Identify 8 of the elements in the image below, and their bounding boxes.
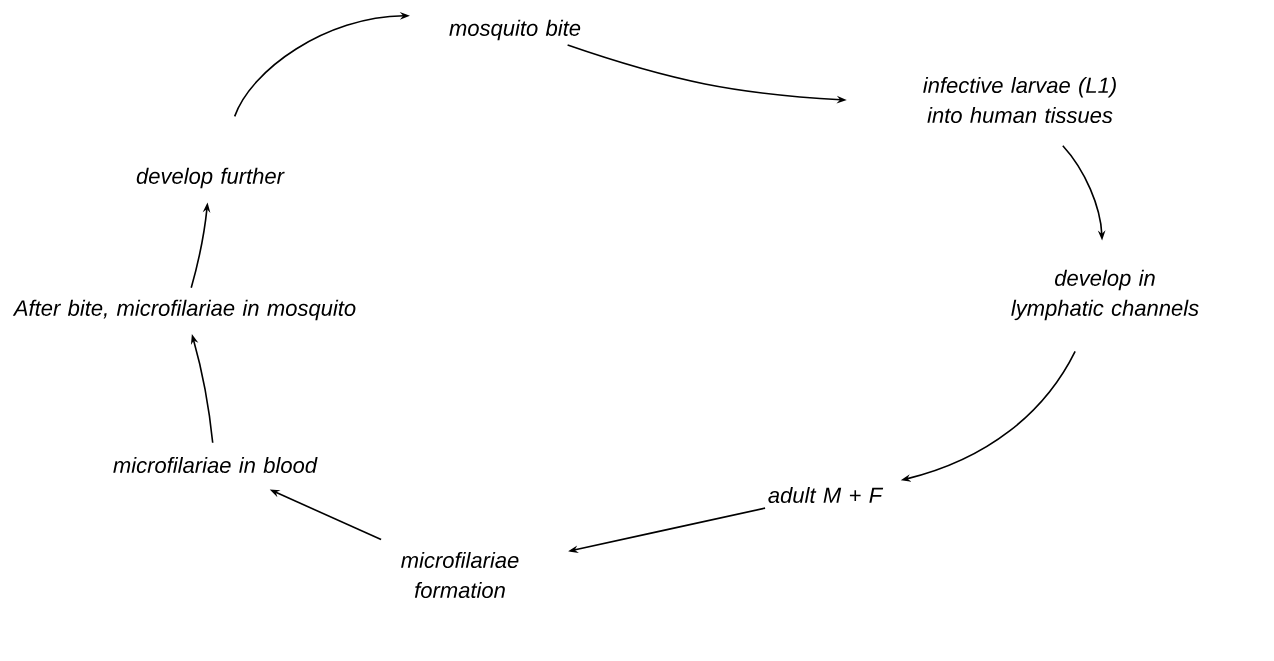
step-text: microfilariae in blood: [113, 456, 318, 474]
step-text: adult M + F: [768, 486, 884, 504]
step-text: develop further: [136, 167, 285, 189]
step-text: develop in lymphatic channels: [1011, 269, 1199, 321]
step-text: microfilariae formation: [401, 551, 519, 599]
step-text: After bite, microfilariae in mosquito: [12, 299, 356, 321]
step-text: mosquito bite: [449, 19, 581, 41]
step-text: infective larvae (L1) into human tissues: [923, 76, 1116, 124]
